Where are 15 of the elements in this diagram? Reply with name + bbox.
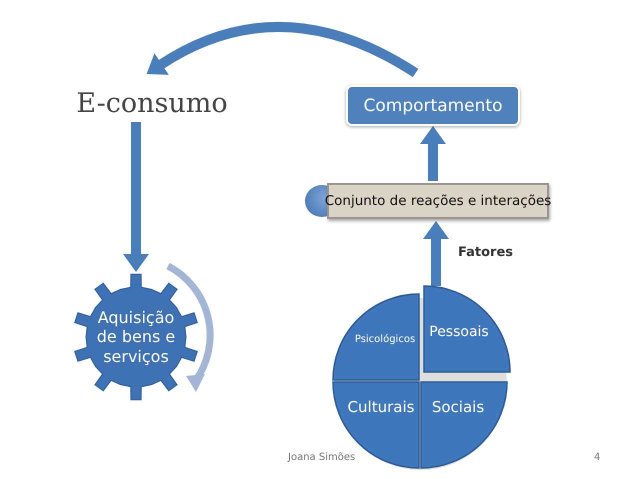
arrow bbox=[420, 126, 446, 181]
gear-label: Aquisição de bens e serviços bbox=[96, 307, 176, 368]
scroll-banner: Conjunto de reações e interações bbox=[327, 183, 549, 219]
process-box: Comportamento bbox=[346, 85, 520, 126]
title-text: E-consumo bbox=[75, 86, 229, 120]
slice-label: Culturais bbox=[346, 398, 416, 416]
arrow bbox=[146, 22, 418, 78]
arrow bbox=[423, 221, 449, 286]
page-number: 4 bbox=[594, 452, 600, 463]
slice-label: Sociais bbox=[430, 398, 486, 416]
author-name: Joana Simões bbox=[288, 452, 356, 463]
edge-label: Fatores bbox=[456, 244, 516, 260]
arrow bbox=[123, 122, 149, 272]
slice-label: Psicológicos bbox=[354, 334, 416, 346]
slice-label: Pessoais bbox=[428, 324, 490, 341]
